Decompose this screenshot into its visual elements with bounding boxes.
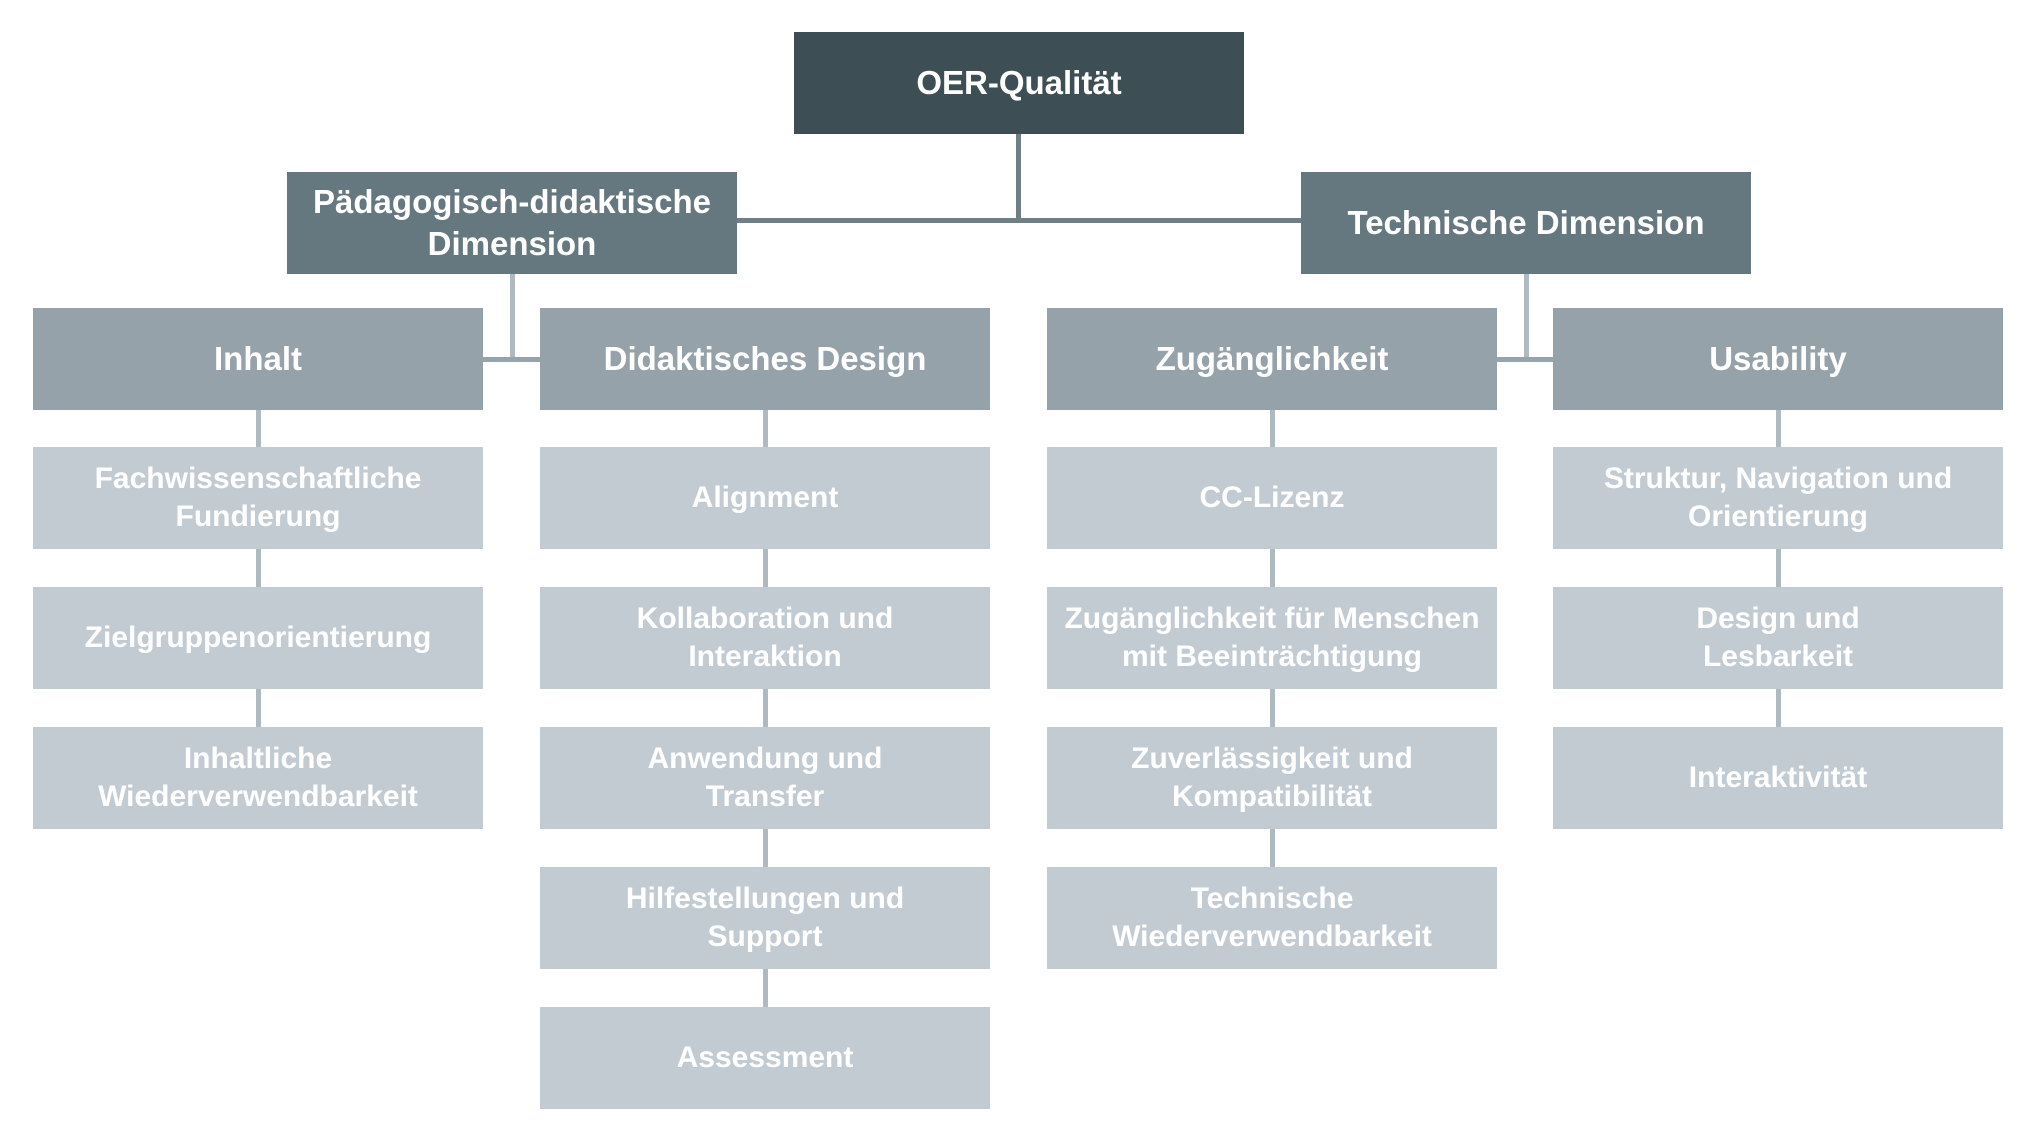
connector-root-horizontal [737, 218, 1301, 223]
node-label: CC-Lizenz [1199, 480, 1345, 514]
connector-col3-1 [1270, 410, 1275, 447]
connector-dim-technisch-vertical [1524, 274, 1529, 362]
node-label: Struktur, Navigation und Orientierung [1603, 461, 1953, 533]
node-usability: Usability [1553, 308, 2003, 410]
node-inhalt: Inhalt [33, 308, 483, 410]
connector-col2-1 [763, 410, 768, 447]
connector-col2-5 [763, 969, 768, 1007]
node-label: Zugänglichkeit [1155, 339, 1389, 377]
connector-col2-2 [763, 549, 768, 587]
connector-col4-1 [1776, 410, 1781, 447]
node-label: Didaktisches Design [603, 339, 927, 377]
node-label: Inhalt [214, 339, 302, 377]
node-label: Usability [1709, 339, 1847, 377]
node-label: Inhaltliche Wiederverwendbarkeit [98, 741, 418, 813]
connector-root-vertical [1016, 134, 1021, 223]
connector-col3-4 [1270, 829, 1275, 867]
connector-col3-3 [1270, 689, 1275, 727]
node-technische-dimension: Technische Dimension [1301, 172, 1751, 274]
node-label: Pädagogisch-didaktische Dimension [313, 182, 711, 262]
node-label: OER-Qualität [916, 63, 1122, 101]
node-interaktivitaet: Interaktivität [1553, 727, 2003, 829]
node-inhaltliche-wiederverwendbarkeit: Inhaltliche Wiederverwendbarkeit [33, 727, 483, 829]
connector-col2-3 [763, 689, 768, 727]
connector-dim-paedagogisch-vertical [510, 274, 515, 362]
node-alignment: Alignment [540, 447, 990, 549]
node-kollaboration-und-interaktion: Kollaboration und Interaktion [540, 587, 990, 689]
connector-col1-2 [256, 549, 261, 587]
node-label: Design und Lesbarkeit [1696, 601, 1860, 673]
connector-col3-2 [1270, 549, 1275, 587]
connector-col2-4 [763, 829, 768, 867]
node-label: Zielgruppenorientierung [84, 620, 432, 654]
node-design-und-lesbarkeit: Design und Lesbarkeit [1553, 587, 2003, 689]
node-technische-wiederverwendbarkeit: Technische Wiederverwendbarkeit [1047, 867, 1497, 969]
node-label: Technische Wiederverwendbarkeit [1112, 881, 1432, 953]
node-label: Technische Dimension [1347, 203, 1705, 241]
node-zielgruppenorientierung: Zielgruppenorientierung [33, 587, 483, 689]
node-label: Kollaboration und Interaktion [636, 601, 894, 673]
node-label: Zuverlässigkeit und Kompatibilität [1131, 741, 1413, 813]
connector-col1-3 [256, 689, 261, 727]
node-didaktisches-design: Didaktisches Design [540, 308, 990, 410]
node-cc-lizenz: CC-Lizenz [1047, 447, 1497, 549]
node-label: Anwendung und Transfer [647, 741, 883, 813]
node-label: Fachwissenschaftliche Fundierung [94, 461, 422, 533]
node-hilfestellungen-und-support: Hilfestellungen und Support [540, 867, 990, 969]
node-struktur-navigation-orientierung: Struktur, Navigation und Orientierung [1553, 447, 2003, 549]
node-zuverlaessigkeit-und-kompatibilitaet: Zuverlässigkeit und Kompatibilität [1047, 727, 1497, 829]
node-label: Alignment [691, 480, 839, 514]
connector-col4-3 [1776, 689, 1781, 727]
node-assessment: Assessment [540, 1007, 990, 1109]
node-label: Assessment [676, 1040, 854, 1074]
connector-col4-2 [1776, 549, 1781, 587]
node-label: Interaktivität [1688, 760, 1868, 794]
node-zugaenglichkeit-menschen-beeintraechtigung: Zugänglichkeit für Menschen mit Beeinträ… [1047, 587, 1497, 689]
node-fachwissenschaftliche-fundierung: Fachwissenschaftliche Fundierung [33, 447, 483, 549]
node-oer-qualitaet: OER-Qualität [794, 32, 1244, 134]
node-anwendung-und-transfer: Anwendung und Transfer [540, 727, 990, 829]
node-zugaenglichkeit: Zugänglichkeit [1047, 308, 1497, 410]
connector-dim-technisch-horizontal [1497, 357, 1553, 362]
connector-col1-1 [256, 410, 261, 447]
connector-dim-paedagogisch-horizontal [483, 357, 540, 362]
node-label: Zugänglichkeit für Menschen mit Beeinträ… [1064, 601, 1480, 673]
node-paedagogisch-didaktische-dimension: Pädagogisch-didaktische Dimension [287, 172, 737, 274]
node-label: Hilfestellungen und Support [625, 881, 905, 953]
